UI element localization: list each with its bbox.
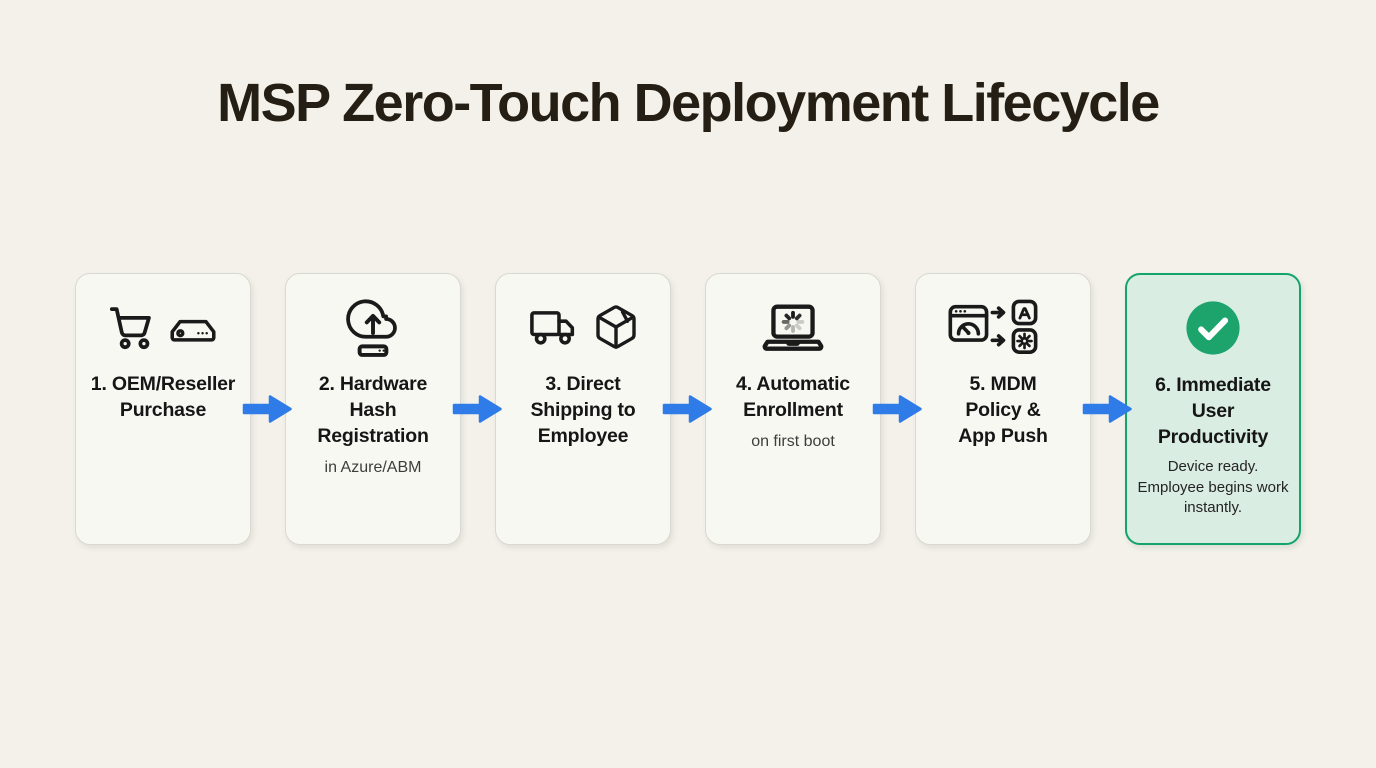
connector-gap — [242, 273, 292, 545]
step-title: 2. Hardware Hash Registration — [317, 373, 429, 447]
package-box-icon — [592, 303, 640, 351]
step-subtitle: in Azure/ABM — [324, 459, 422, 476]
connector-gap — [452, 273, 502, 545]
step-subtitle: on first boot — [751, 433, 835, 450]
arrow-right-icon — [872, 395, 922, 423]
lifecycle-steps-row: 1. OEM/Reseller Purchase — [75, 273, 1301, 545]
connector-gap — [872, 273, 922, 545]
step-title: 5. MDM Policy & App Push — [958, 373, 1048, 447]
connector-gap — [662, 273, 712, 545]
arrow-right-icon — [242, 395, 292, 423]
step-title: 3. Direct Shipping to Employee — [530, 373, 636, 447]
mdm-push-apps-icon — [947, 298, 1059, 356]
arrow-right-icon — [452, 395, 502, 423]
step-card-immediate-user-productivity: 6. Immediate User Productivity Device re… — [1125, 273, 1301, 545]
step-card-mdm-policy-app-push: 5. MDM Policy & App Push — [915, 273, 1091, 545]
step-card-direct-shipping: 3. Direct Shipping to Employee — [495, 273, 671, 545]
device-box-icon — [166, 302, 220, 352]
step-title: 4. Automatic Enrollment — [736, 373, 850, 421]
cloud-upload-icon — [345, 297, 401, 357]
laptop-loading-icon — [760, 299, 826, 355]
shopping-cart-icon — [106, 302, 156, 352]
delivery-truck-icon — [526, 302, 582, 352]
step-card-hardware-hash-registration: 2. Hardware Hash Registration in Azure/A… — [285, 273, 461, 545]
step-title: 1. OEM/Reseller Purchase — [90, 373, 236, 421]
step-subtitle: Device ready. Employee begins work insta… — [1137, 458, 1289, 516]
step-card-oem-reseller-purchase: 1. OEM/Reseller Purchase — [75, 273, 251, 545]
step-title: 6. Immediate User Productivity — [1155, 374, 1271, 448]
connector-gap — [1082, 273, 1132, 545]
arrow-right-icon — [1082, 395, 1132, 423]
step-card-automatic-enrollment: 4. Automatic Enrollment on first boot — [705, 273, 881, 545]
check-circle-icon — [1184, 299, 1242, 357]
page-title: MSP Zero-Touch Deployment Lifecycle — [217, 73, 1160, 133]
arrow-right-icon — [662, 395, 712, 423]
